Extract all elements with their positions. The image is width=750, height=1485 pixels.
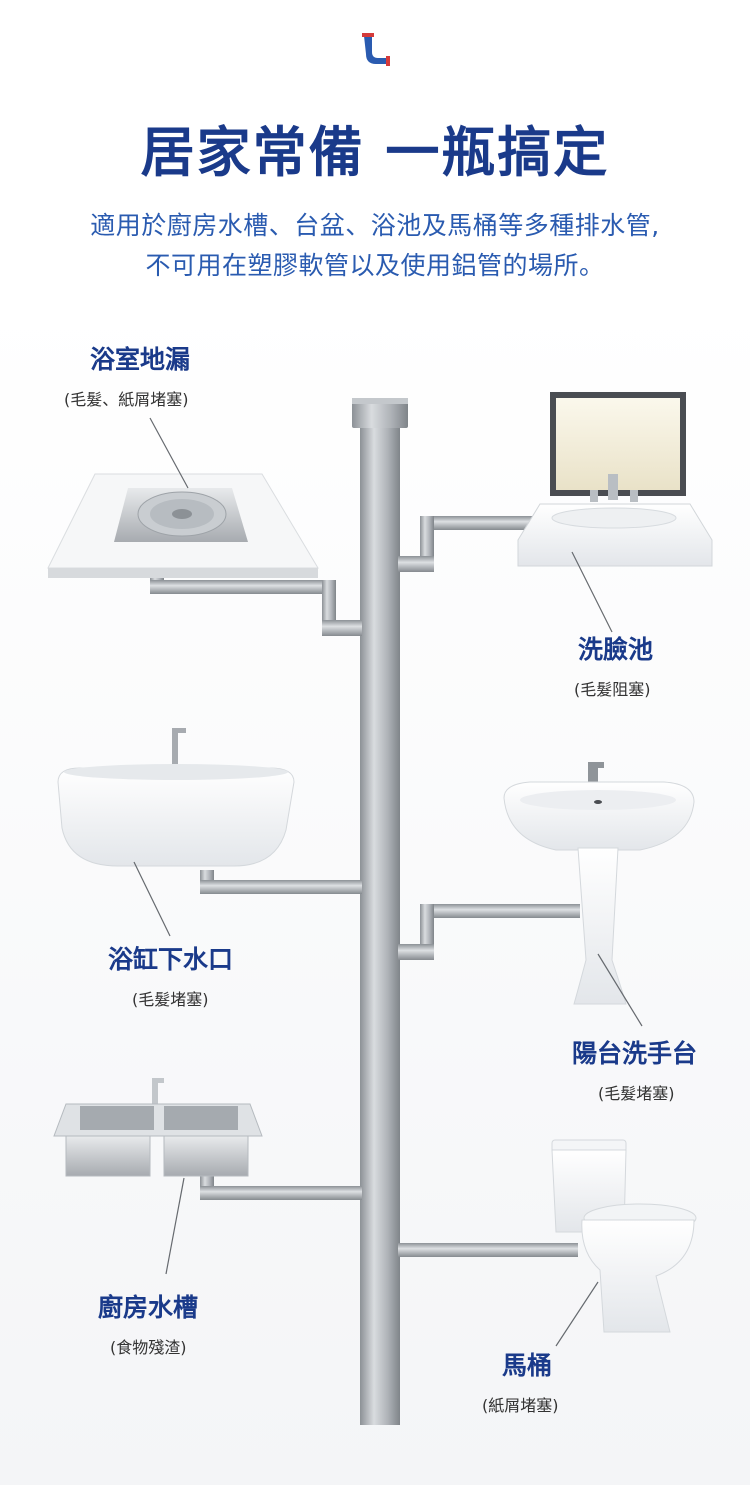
pipe-icon bbox=[362, 33, 390, 66]
leader-lines bbox=[133, 417, 643, 1347]
main-drain-pipe bbox=[352, 398, 408, 1425]
pedestal-sink-image bbox=[503, 762, 695, 1005]
branch-pipe-washbasin bbox=[398, 516, 535, 572]
label-balcony-sink: 陽台洗手台 bbox=[572, 1039, 698, 1068]
branch-pipe-kitchen-sink bbox=[200, 1176, 362, 1200]
subtitle-line-1: 適用於廚房水槽、台盆、浴池及馬桶等多種排水管, bbox=[90, 211, 660, 240]
kitchen-sink-image bbox=[53, 1078, 263, 1177]
washbasin-image bbox=[517, 392, 713, 567]
page-title: 居家常備 一瓶搞定 bbox=[140, 121, 610, 184]
branch-pipe-toilet bbox=[398, 1243, 578, 1257]
note-bathtub: (毛髮堵塞) bbox=[132, 990, 209, 1009]
note-toilet: (紙屑堵塞) bbox=[482, 1396, 559, 1415]
subtitle-line-2: 不可用在塑膠軟管以及使用鋁管的場所。 bbox=[145, 251, 605, 280]
note-balcony-sink: (毛髮堵塞) bbox=[598, 1084, 675, 1103]
note-floor-drain: (毛髮、紙屑堵塞) bbox=[64, 390, 189, 409]
toilet-image bbox=[551, 1139, 697, 1333]
note-kitchen-sink: (食物殘渣) bbox=[110, 1338, 187, 1357]
label-washbasin: 洗臉池 bbox=[578, 635, 654, 664]
label-toilet: 馬桶 bbox=[502, 1351, 553, 1380]
label-kitchen-sink: 廚房水槽 bbox=[98, 1293, 199, 1322]
branch-pipe-balcony-sink bbox=[398, 904, 580, 960]
note-washbasin: (毛髮阻塞) bbox=[574, 680, 651, 699]
label-bathtub: 浴缸下水口 bbox=[108, 945, 234, 974]
bathtub-image bbox=[57, 728, 295, 867]
floor-drain-image bbox=[47, 473, 319, 578]
branch-pipe-bathtub bbox=[200, 870, 362, 894]
label-floor-drain: 浴室地漏 bbox=[90, 345, 191, 374]
